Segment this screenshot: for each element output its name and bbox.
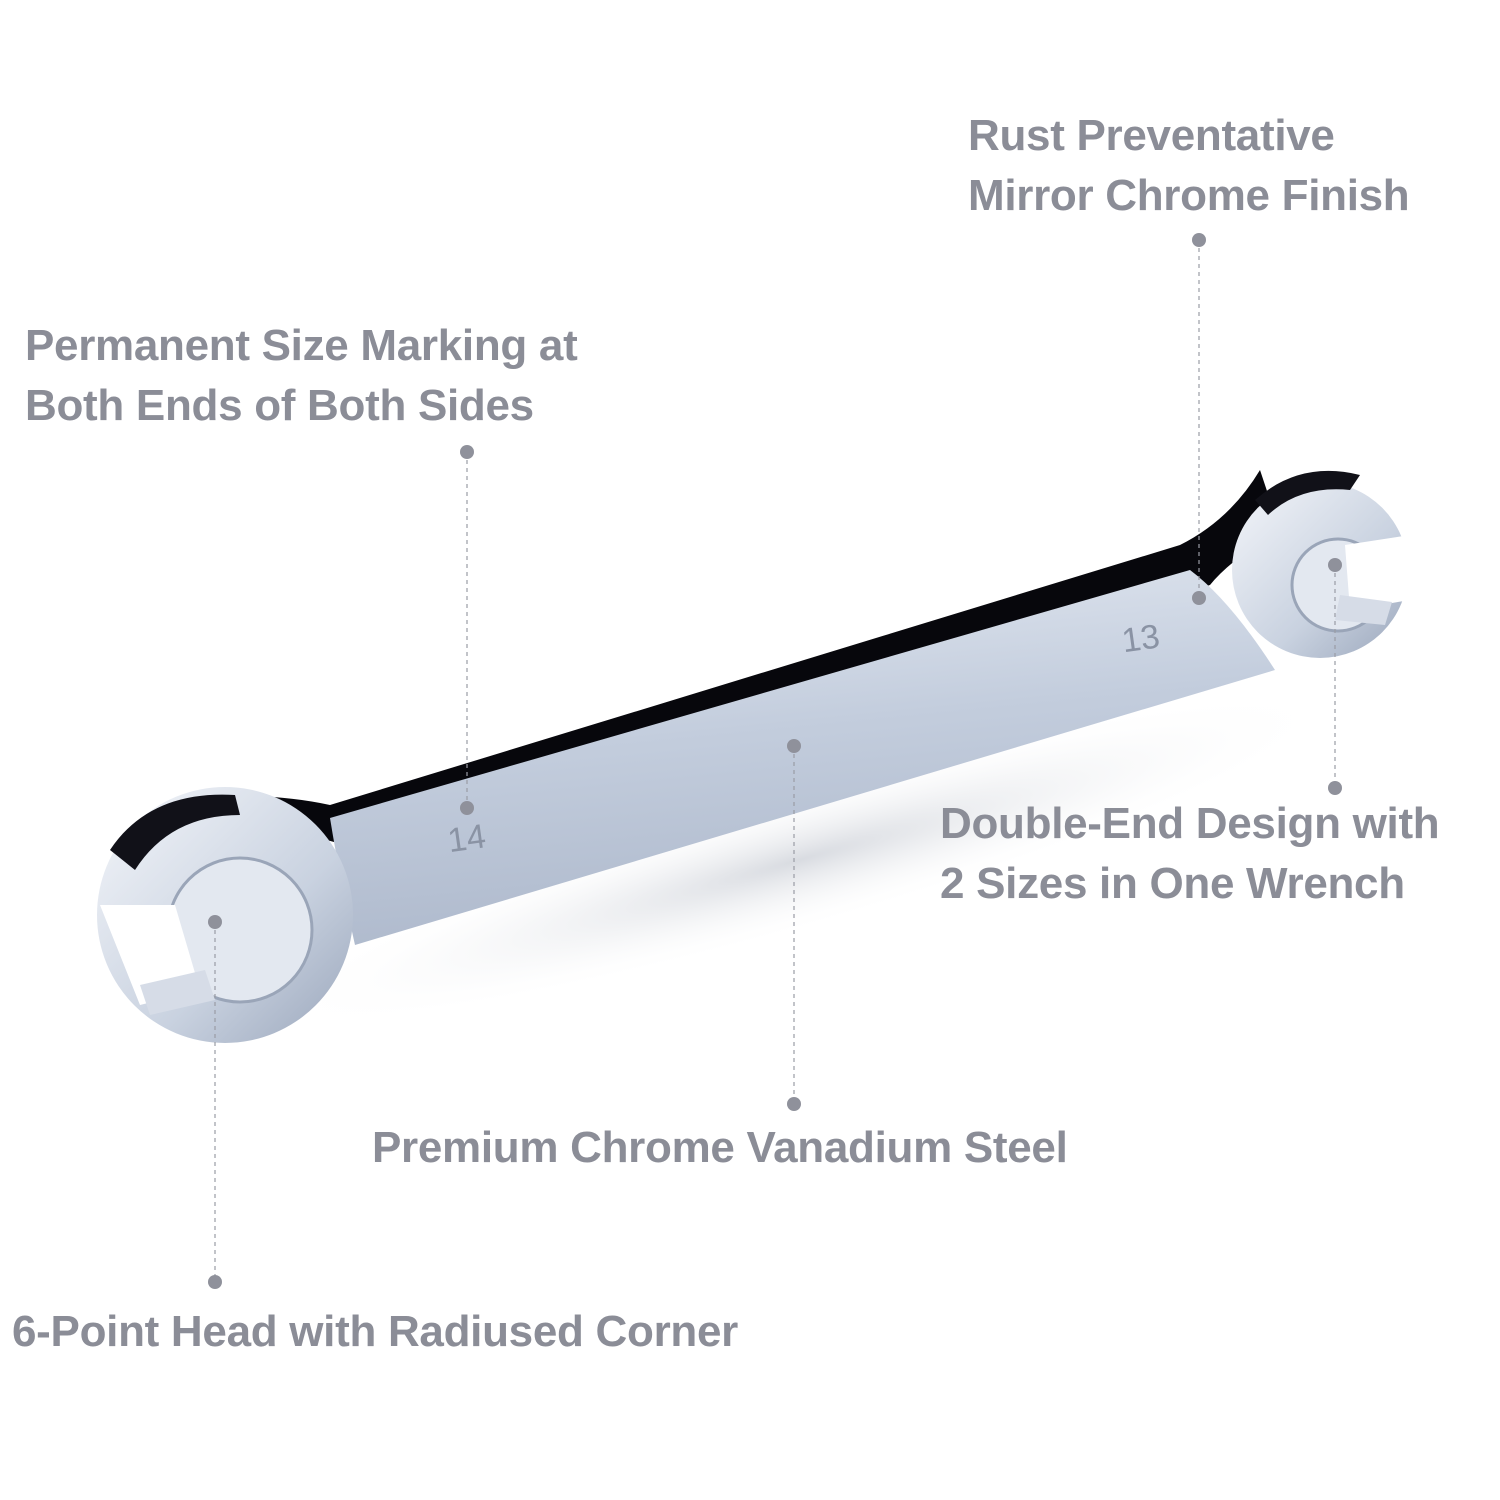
dot — [460, 445, 474, 459]
callout-head: 6-Point Head with Radiused Corner — [12, 1302, 738, 1362]
dot — [208, 1275, 222, 1289]
dot — [1192, 591, 1206, 605]
leader-lines — [214, 240, 1336, 1282]
callout-finish: Rust Preventative Mirror Chrome Finish — [968, 106, 1410, 226]
wrench-shadow — [261, 691, 1339, 1029]
leader-dots — [208, 233, 1342, 1289]
dot — [208, 915, 222, 929]
callout-double-end-line1: Double-End Design with — [940, 799, 1440, 848]
callout-head-line1: 6-Point Head with Radiused Corner — [12, 1307, 738, 1356]
wrench-left-head — [97, 787, 353, 1043]
callout-steel: Premium Chrome Vanadium Steel — [372, 1118, 1068, 1178]
callout-steel-line1: Premium Chrome Vanadium Steel — [372, 1123, 1068, 1172]
dot — [1328, 781, 1342, 795]
callout-double-end: Double-End Design with 2 Sizes in One Wr… — [940, 794, 1440, 914]
wrench-right-head — [1232, 470, 1410, 658]
size-marking-left: 14 — [445, 817, 488, 860]
wrench-shaft — [330, 570, 1275, 945]
dot — [1192, 233, 1206, 247]
dot — [787, 739, 801, 753]
callout-finish-line1: Rust Preventative — [968, 111, 1335, 160]
callout-finish-line2: Mirror Chrome Finish — [968, 171, 1410, 220]
callout-marking: Permanent Size Marking at Both Ends of B… — [25, 316, 578, 436]
callout-marking-line2: Both Ends of Both Sides — [25, 381, 534, 430]
callout-marking-line1: Permanent Size Marking at — [25, 321, 578, 370]
dot — [1328, 558, 1342, 572]
callout-double-end-line2: 2 Sizes in One Wrench — [940, 859, 1405, 908]
dot — [787, 1097, 801, 1111]
dot — [460, 801, 474, 815]
size-marking-right: 13 — [1119, 617, 1162, 660]
